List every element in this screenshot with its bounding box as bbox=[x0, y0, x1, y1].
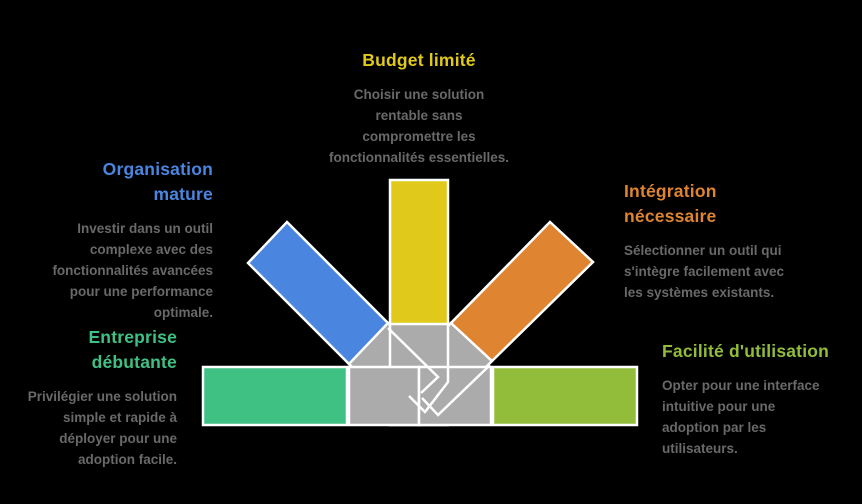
item-facilite: Facilité d'utilisation Opter pour une in… bbox=[662, 339, 857, 459]
item-facilite-title: Facilité d'utilisation bbox=[662, 341, 830, 361]
arrow-tip-line-integration bbox=[421, 364, 491, 417]
item-budget: Budget limité Choisir une solution renta… bbox=[299, 48, 539, 168]
item-organisation-description: Investir dans un outil complexe avec des… bbox=[52, 221, 213, 320]
item-integration-description: Sélectionner un outil qui s'intègre faci… bbox=[624, 243, 785, 300]
item-integration: Intégration nécessaire Sélectionner un o… bbox=[624, 179, 839, 303]
item-entreprise-description: Privilégier une solution simple et rapid… bbox=[27, 389, 177, 467]
arrow-shaft-budget bbox=[388, 178, 450, 326]
item-budget-description: Choisir une solution rentable sans compr… bbox=[328, 87, 510, 165]
arrow-shaft-organisation bbox=[246, 220, 390, 366]
arrow-shaft-facilite bbox=[491, 365, 639, 427]
item-organisation: Organisation mature Investir dans un out… bbox=[23, 157, 213, 323]
item-facilite-description: Opter pour une interface intuitive pour … bbox=[662, 378, 820, 456]
arrow-head-entreprise bbox=[347, 365, 421, 427]
arrow-tip-line-budget bbox=[408, 367, 450, 414]
item-organisation-title: Organisation mature bbox=[102, 159, 213, 204]
item-budget-title: Budget limité bbox=[362, 50, 476, 70]
arrow-shaft-entreprise bbox=[201, 365, 349, 427]
item-entreprise-title: Entreprise débutante bbox=[88, 327, 177, 372]
arrow-shaft-integration bbox=[449, 220, 595, 363]
arrow-tip-line-organisation bbox=[387, 327, 440, 394]
item-integration-title: Intégration nécessaire bbox=[624, 181, 717, 226]
item-entreprise: Entreprise débutante Privilégier une sol… bbox=[5, 325, 177, 470]
